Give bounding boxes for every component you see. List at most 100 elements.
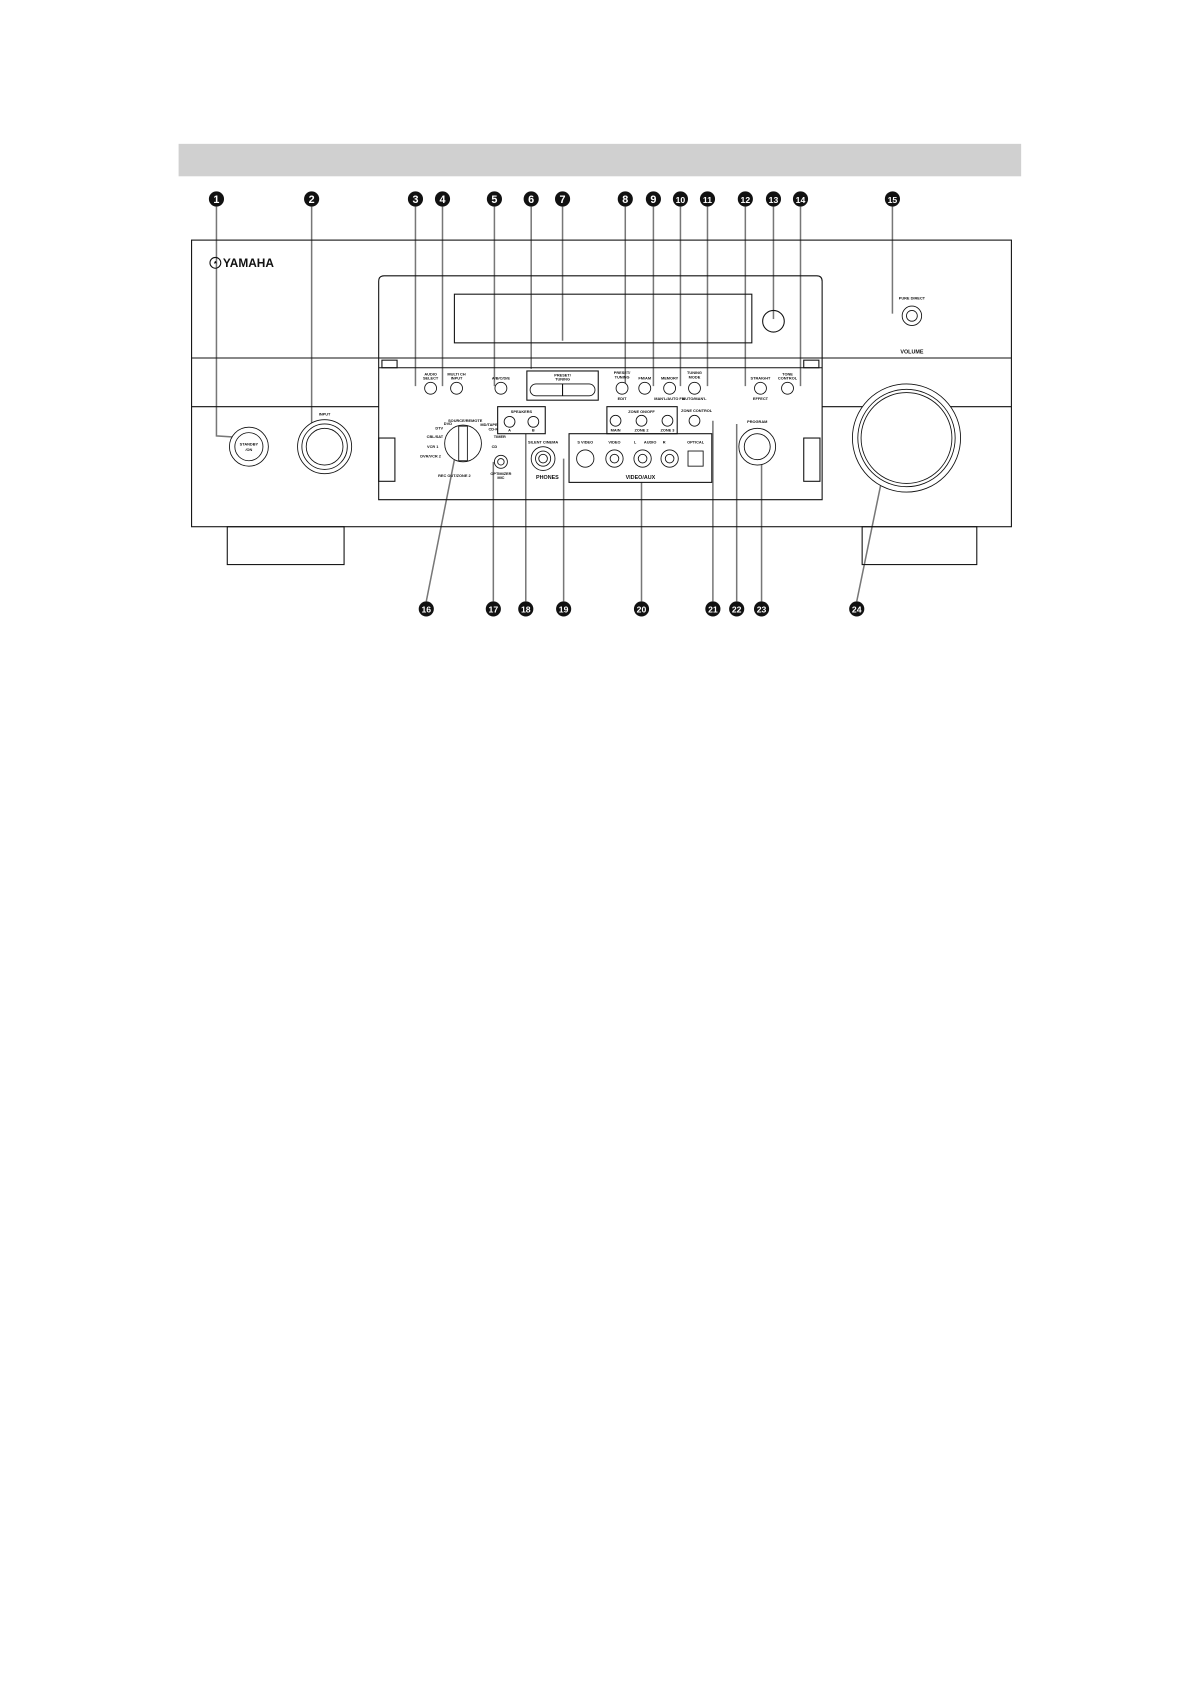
svg-text:5: 5 <box>491 194 497 206</box>
callout-9: 9 <box>645 191 661 207</box>
zone-main-button[interactable] <box>609 414 622 427</box>
svg-text:FM/AM: FM/AM <box>638 376 651 381</box>
callout-1: 1 <box>208 191 225 207</box>
fm-am-button[interactable]: FM/AM <box>638 376 652 395</box>
svg-text:19: 19 <box>559 605 569 615</box>
svg-text:STRAIGHT: STRAIGHT <box>751 376 771 381</box>
callout-17: 17 <box>485 601 501 617</box>
callout-20: 20 <box>633 601 650 617</box>
svg-text:20: 20 <box>637 605 647 615</box>
callout-4: 4 <box>434 191 451 207</box>
logo: * YAMAHA <box>209 256 274 270</box>
svg-text:SILENT CINEMA: SILENT CINEMA <box>528 439 558 444</box>
memory-button[interactable]: MEMORY MAN'L/AUTO FM <box>654 376 685 402</box>
display-window <box>453 293 753 344</box>
svg-text:CD: CD <box>492 444 498 449</box>
svg-text:AUDIO: AUDIO <box>644 439 657 444</box>
svg-text:8: 8 <box>622 194 628 206</box>
svg-text:2: 2 <box>309 194 315 206</box>
svg-text:CD-R: CD-R <box>488 426 498 431</box>
abcde-button[interactable]: A/B/C/D/E <box>492 376 511 395</box>
pure-direct-button[interactable]: PURE DIRECT <box>899 296 926 326</box>
svg-text:24: 24 <box>852 605 862 615</box>
svg-text:SELECT: SELECT <box>423 376 439 381</box>
svg-text:TUNING: TUNING <box>555 377 570 382</box>
program-knob[interactable]: PROGRAM <box>738 419 777 466</box>
svg-text:VIDEO/AUX: VIDEO/AUX <box>626 475 656 481</box>
svg-text:ZONE ON/OFF: ZONE ON/OFF <box>628 409 655 414</box>
callout-11: 11 <box>699 191 716 207</box>
svg-text:EDIT: EDIT <box>618 396 627 401</box>
optical-jack[interactable] <box>687 450 704 467</box>
callout-7: 7 <box>554 191 571 207</box>
svg-text:MAIN: MAIN <box>611 428 621 433</box>
svg-text:10: 10 <box>676 195 686 205</box>
standby-on-button[interactable]: STANDBY /ON <box>228 426 269 467</box>
callout-21: 21 <box>705 601 721 617</box>
svg-text:MULTI CH: MULTI CH <box>447 371 465 376</box>
svg-text:PROGRAM: PROGRAM <box>747 419 767 424</box>
callout-18: 18 <box>518 601 534 617</box>
preset-tuning-button[interactable]: PRESET/TUNING <box>526 370 599 401</box>
svg-text:CBL/SAT: CBL/SAT <box>427 434 444 439</box>
receiver-body <box>191 239 1012 528</box>
leader-line <box>425 459 456 602</box>
svg-text:ZONE 3: ZONE 3 <box>660 428 675 433</box>
speakers-b-button[interactable] <box>527 415 540 428</box>
speakers-a-button[interactable] <box>503 415 516 428</box>
svg-text:INPUT: INPUT <box>319 411 331 416</box>
svg-text:TIMER: TIMER <box>494 434 506 439</box>
svg-text:CONTROL: CONTROL <box>778 376 798 381</box>
video-aux-inputs: S VIDEO VIDEO L AUDIO R OPTICAL VIDEO/AU… <box>568 433 713 483</box>
input-selector-knob[interactable]: INPUT <box>297 411 353 475</box>
svg-text:SOURCE/REMOTE: SOURCE/REMOTE <box>448 418 483 423</box>
svg-text:14: 14 <box>796 195 806 205</box>
svg-text:B: B <box>532 428 535 433</box>
preset-tuning-edit-button[interactable]: PRESET/TUNING EDIT <box>614 370 632 401</box>
svg-text:TUNING: TUNING <box>687 370 702 375</box>
zone2-button[interactable] <box>635 414 648 427</box>
zone3-button[interactable] <box>661 414 674 427</box>
callout-24: 24 <box>849 601 865 617</box>
svg-text:ZONE CONTROL: ZONE CONTROL <box>681 408 713 413</box>
svg-text:MEMORY: MEMORY <box>661 376 679 381</box>
callout-23: 23 <box>753 601 770 617</box>
svg-text:ZONE 2: ZONE 2 <box>635 428 649 433</box>
svg-text:VIDEO: VIDEO <box>608 439 620 444</box>
svg-text:TONE: TONE <box>782 371 793 376</box>
svg-text:22: 22 <box>732 605 742 615</box>
svg-text:11: 11 <box>703 195 712 205</box>
svg-text:18: 18 <box>521 605 531 615</box>
svg-text:*: * <box>214 259 217 268</box>
silent-cinema-phones-jack[interactable]: SILENT CINEMA PHONES <box>528 439 559 481</box>
svg-text:9: 9 <box>650 194 656 206</box>
foot-right <box>861 526 978 566</box>
svg-text:DVR/VCR 2: DVR/VCR 2 <box>420 454 441 459</box>
callout-6: 6 <box>523 191 539 207</box>
rec-out-zone2-selector[interactable]: SOURCE/REMOTE MD/TAPE CD-R TIMER CD DVR/… <box>420 418 506 478</box>
callout-8: 8 <box>617 191 633 207</box>
s-video-jack[interactable] <box>576 449 595 468</box>
callout-22: 22 <box>729 601 745 617</box>
callout-14: 14 <box>792 191 809 207</box>
svg-text:1: 1 <box>213 194 219 206</box>
volume-knob[interactable] <box>851 383 962 493</box>
callout-19: 19 <box>556 601 572 617</box>
svg-text:DVD: DVD <box>444 421 452 426</box>
svg-text:INPUT: INPUT <box>451 376 463 381</box>
zone-control-button[interactable]: ZONE CONTROL <box>681 408 713 427</box>
svg-text:EFFECT: EFFECT <box>753 396 769 401</box>
svg-text:16: 16 <box>421 605 431 615</box>
svg-text:/ON: /ON <box>245 447 252 452</box>
svg-text:OPTIMIZER: OPTIMIZER <box>490 471 511 476</box>
svg-text:MD/TAPE: MD/TAPE <box>480 422 498 427</box>
straight-button[interactable]: STRAIGHT EFFECT <box>751 376 771 402</box>
svg-text:3: 3 <box>412 194 418 206</box>
svg-text:L: L <box>634 439 637 444</box>
